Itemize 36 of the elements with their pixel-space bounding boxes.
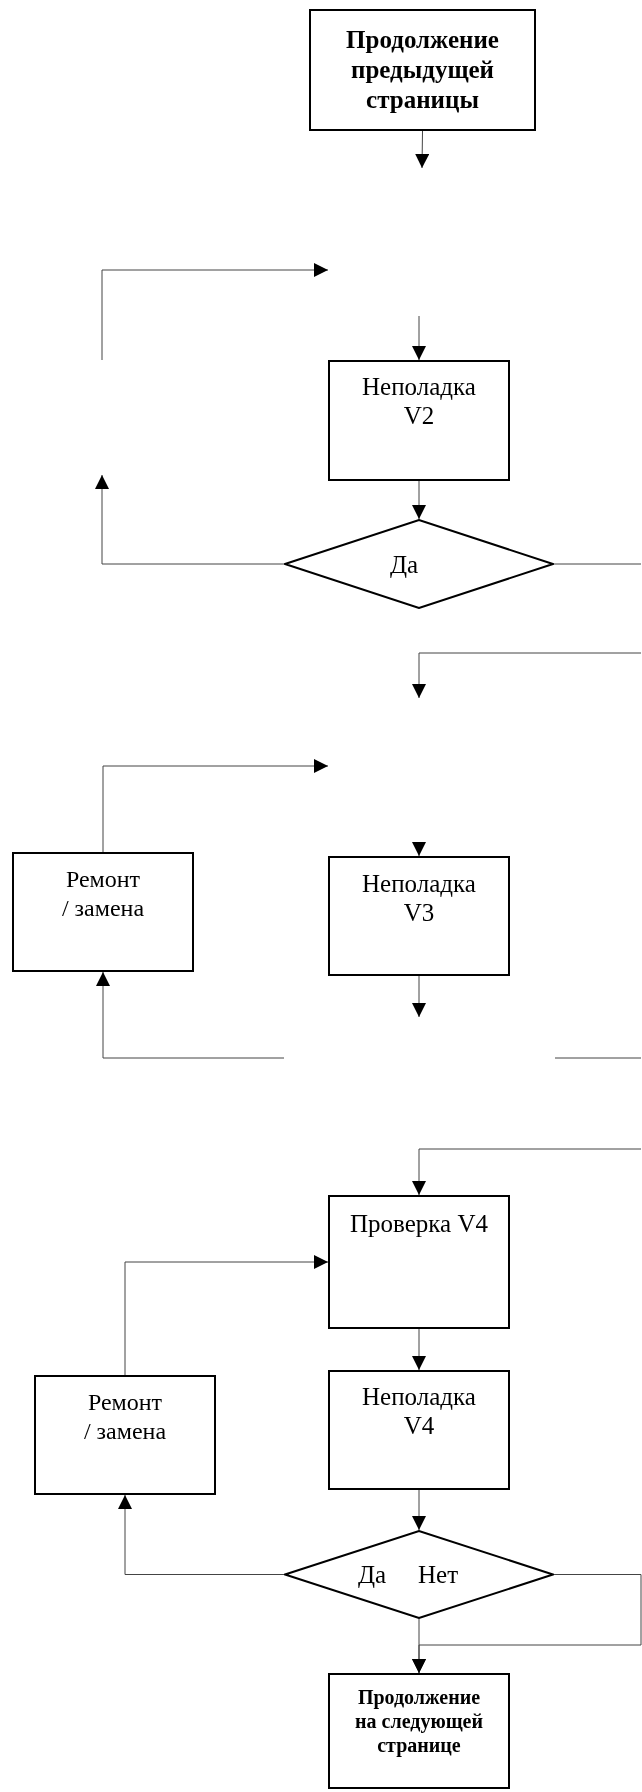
- arrow: [412, 1489, 426, 1531]
- node-label: Неполадка V4: [361, 1382, 477, 1440]
- process-box: [328, 360, 510, 481]
- node-label: Нет: [418, 1560, 459, 1589]
- arrow: [118, 1494, 285, 1575]
- arrow: [102, 759, 329, 853]
- arrow: [96, 971, 285, 1059]
- process-box: [34, 1375, 216, 1495]
- arrow: [412, 1574, 642, 1674]
- arrow: [412, 315, 426, 361]
- arrow: [412, 1328, 426, 1371]
- decision-diamond: [284, 519, 554, 609]
- process-box: [328, 1370, 510, 1490]
- connector-line: [553, 563, 642, 565]
- arrow: [95, 474, 285, 565]
- process-box: [328, 1195, 510, 1329]
- node-label: Ремонт / замена: [83, 1388, 167, 1446]
- arrow: [415, 130, 430, 169]
- process-box: [12, 852, 194, 972]
- node-label: Неполадка V2: [361, 372, 477, 430]
- arrow: [412, 480, 426, 520]
- node-label: Ремонт / замена: [61, 865, 145, 923]
- node-label: Продолжение предыдущей страницы: [345, 25, 500, 115]
- process-box: [328, 856, 510, 976]
- node-label: Проверка V4: [350, 1209, 488, 1238]
- decision-diamond: [284, 1530, 554, 1619]
- arrow: [412, 975, 426, 1018]
- node-label: Продолжение на следующей странице: [354, 1685, 484, 1757]
- process-box: [328, 1673, 510, 1789]
- arrow: [124, 1255, 329, 1376]
- node-label: Да: [357, 1560, 387, 1589]
- process-box: [309, 9, 536, 131]
- node-label: Да: [389, 549, 419, 579]
- arrow: [412, 1148, 642, 1196]
- arrow: [412, 841, 426, 857]
- node-label: Неполадка V3: [361, 869, 477, 927]
